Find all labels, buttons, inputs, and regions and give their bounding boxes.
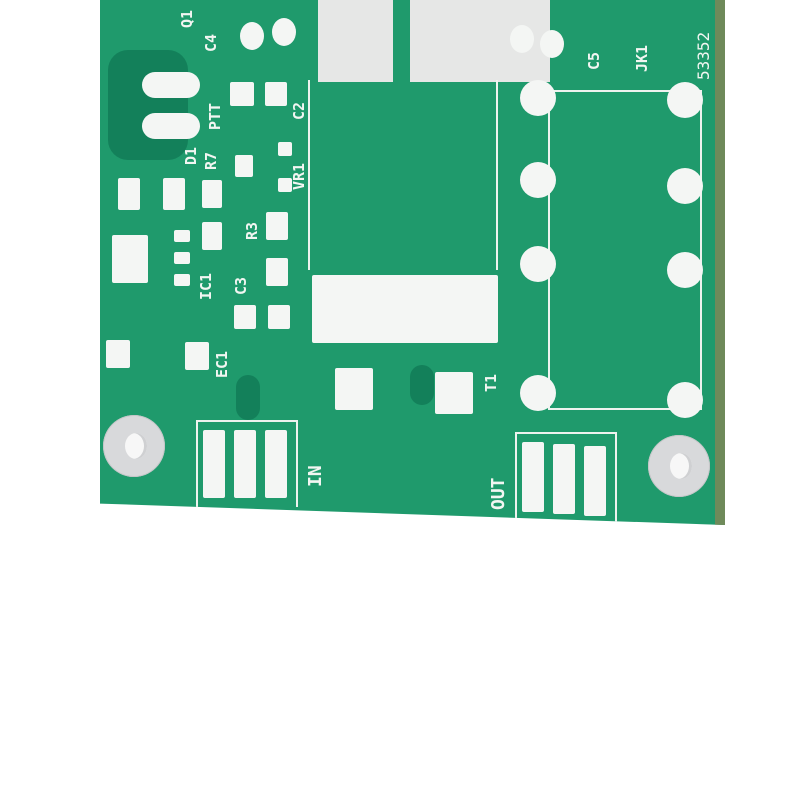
in-connector-outline xyxy=(196,420,298,507)
ic1-pin xyxy=(174,274,190,286)
ec1-pad xyxy=(106,340,130,368)
smd-pad xyxy=(268,305,290,329)
mounting-hole-left xyxy=(103,415,165,477)
out-connector-outline xyxy=(515,432,617,522)
label-part-number: 53352 xyxy=(694,31,713,80)
smd-pad xyxy=(202,180,222,208)
in-pin xyxy=(203,430,225,498)
out-pin xyxy=(522,442,544,512)
ec1-pad xyxy=(185,342,209,370)
in-pin xyxy=(234,430,256,498)
out-pin xyxy=(584,446,606,516)
label-ec1: EC1 xyxy=(213,350,231,378)
through-hole xyxy=(272,18,296,46)
label-ic1: IC1 xyxy=(197,272,215,300)
trace xyxy=(236,375,260,420)
smd-pad xyxy=(265,82,287,106)
smd-pad xyxy=(266,212,288,240)
ptt-pad-top xyxy=(142,72,200,98)
smd-pad xyxy=(266,258,288,286)
label-out: OUT xyxy=(488,477,509,510)
out-pin xyxy=(553,444,575,514)
ic1-pin xyxy=(174,252,190,264)
ptt-pad-bottom xyxy=(142,113,200,139)
jk1-pin xyxy=(520,375,556,411)
through-hole xyxy=(240,22,264,50)
smd-pad xyxy=(163,178,185,210)
jk1-pin xyxy=(520,246,556,282)
jk1-pin xyxy=(667,382,703,418)
through-hole xyxy=(510,25,534,53)
jk1-pin xyxy=(520,80,556,116)
trace xyxy=(410,365,434,405)
label-in: IN xyxy=(305,465,326,487)
jk1-pin xyxy=(667,252,703,288)
label-c2: C2 xyxy=(290,101,308,120)
smd-pad xyxy=(235,155,253,177)
smd-pad xyxy=(118,178,140,210)
jk1-pin xyxy=(667,82,703,118)
board-edge xyxy=(715,0,725,525)
jk1-pin xyxy=(520,162,556,198)
label-c5: C5 xyxy=(585,51,603,70)
t1-main-pad xyxy=(312,275,498,343)
smd-pad xyxy=(230,82,254,106)
label-c4: C4 xyxy=(202,33,220,52)
label-vr1: VR1 xyxy=(290,162,308,190)
label-t1: T1 xyxy=(482,373,500,392)
label-r3: R3 xyxy=(243,221,261,240)
heatsink-left xyxy=(318,0,393,82)
smd-pad xyxy=(278,142,292,156)
through-hole xyxy=(540,30,564,58)
jk1-pin xyxy=(667,168,703,204)
label-q1: Q1 xyxy=(178,9,196,28)
label-ptt: PTT xyxy=(206,102,224,130)
smd-pad xyxy=(234,305,256,329)
t1-pad xyxy=(435,372,473,414)
mounting-hole-right xyxy=(648,435,710,497)
label-d1: D1 xyxy=(182,146,200,165)
pcb-board: Q1 C4 PTT C2 D1 R7 VR1 R3 IC1 C3 EC1 T1 … xyxy=(100,0,725,525)
label-jk1: JK1 xyxy=(633,44,651,72)
label-c3: C3 xyxy=(232,276,250,295)
in-pin xyxy=(265,430,287,498)
label-r7: R7 xyxy=(202,151,220,170)
smd-pad xyxy=(202,222,222,250)
smd-pad xyxy=(278,178,292,192)
t1-outline xyxy=(308,80,498,270)
jk1-outline xyxy=(548,90,702,410)
ic1-tab-pad xyxy=(112,235,148,283)
trace xyxy=(108,50,188,160)
t1-pad xyxy=(335,368,373,410)
ic1-pin xyxy=(174,230,190,242)
